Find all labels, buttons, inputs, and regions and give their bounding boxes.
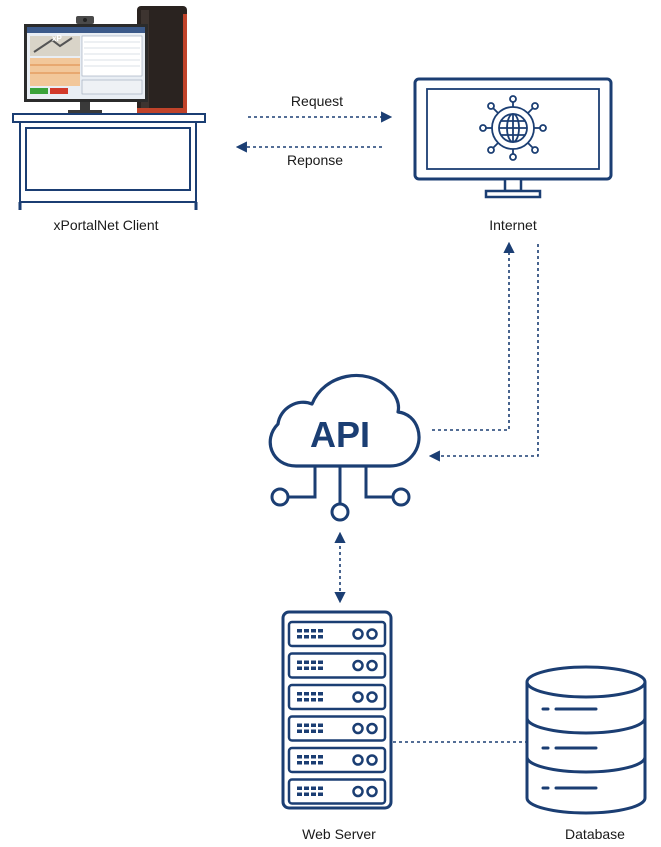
response-label: Reponse xyxy=(286,152,344,168)
internet-to-api-arrow xyxy=(428,244,539,462)
globe-icon xyxy=(479,95,547,161)
status-light-icon xyxy=(352,659,364,672)
status-light-icon xyxy=(352,785,364,798)
web-server-label: Web Server xyxy=(302,826,376,842)
status-light-icon xyxy=(366,754,378,766)
server-unit xyxy=(287,715,387,742)
desk-computer-icon: xP xyxy=(12,6,206,210)
status-light-icon xyxy=(366,722,378,735)
monitor-globe-icon xyxy=(413,77,613,199)
screen-logo-text: xP xyxy=(52,34,62,43)
status-light-icon xyxy=(352,691,364,703)
server-unit xyxy=(287,620,387,648)
webcam-icon xyxy=(76,16,94,24)
status-light-icon xyxy=(366,628,378,640)
status-light-icon xyxy=(366,785,378,798)
status-light-icon xyxy=(352,754,364,766)
database-label: Database xyxy=(565,826,625,842)
database-icon xyxy=(525,665,647,815)
api-to-internet-arrow xyxy=(432,241,515,431)
client-monitor: xP xyxy=(24,24,148,102)
status-light-icon xyxy=(352,628,364,640)
server-unit xyxy=(287,652,387,679)
desk xyxy=(12,113,206,210)
server-unit xyxy=(287,683,387,711)
client-label: xPortalNet Client xyxy=(53,217,159,233)
status-light-icon xyxy=(352,722,364,735)
server-rack-icon xyxy=(281,610,393,810)
server-unit xyxy=(287,778,387,805)
request-label: Request xyxy=(290,93,344,109)
api-label: API xyxy=(310,414,370,455)
server-unit xyxy=(287,746,387,774)
internet-label: Internet xyxy=(489,217,537,233)
status-light-icon xyxy=(366,659,378,672)
status-light-icon xyxy=(366,691,378,703)
api-cloud-icon: API xyxy=(268,373,421,522)
